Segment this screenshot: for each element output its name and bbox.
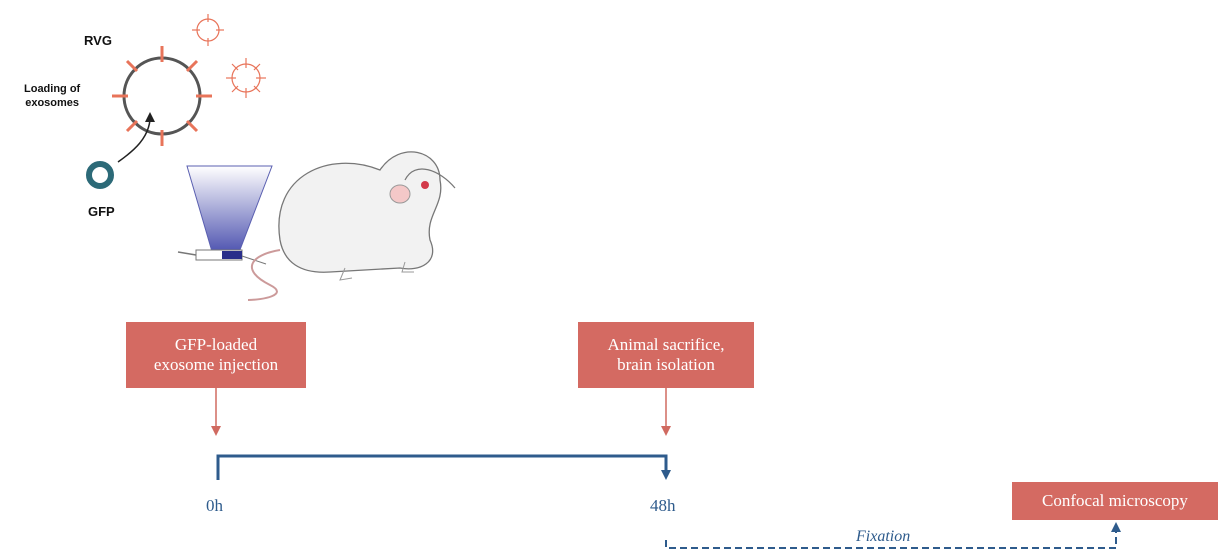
microscopy-step-box: Confocal microscopy xyxy=(1012,482,1218,520)
timeline-bracket xyxy=(216,454,668,480)
sacrifice-step-line2: brain isolation xyxy=(617,355,715,374)
small-exosome-icon xyxy=(192,14,224,46)
arrowhead-icon xyxy=(145,112,155,122)
loading-label-line2: exosomes xyxy=(25,97,80,109)
injection-step-box: GFP-loaded exosome injection xyxy=(126,322,306,388)
syringe-icon xyxy=(177,249,267,265)
loading-label-line1: Loading of xyxy=(24,83,81,95)
injection-step-line1: GFP-loaded xyxy=(174,335,258,354)
fixation-label: Fixation xyxy=(856,528,911,545)
sacrifice-step-box: Animal sacrifice, brain isolation xyxy=(578,322,754,388)
fixation-connector xyxy=(665,530,1117,549)
rvg-exosome-icon xyxy=(112,46,212,146)
small-exosome-icon xyxy=(226,58,266,98)
sacrifice-step-line1: Animal sacrifice, xyxy=(607,335,725,354)
timeline-end-label: 48h xyxy=(650,496,676,515)
beam-icon xyxy=(186,165,273,256)
timeline-start-label: 0h xyxy=(206,496,223,515)
loading-label: Loading of exosomes xyxy=(24,82,80,110)
rvg-label: RVG xyxy=(84,33,112,48)
injection-step-line2: exosome injection xyxy=(153,355,279,374)
rat-icon xyxy=(247,151,456,301)
gfp-label: GFP xyxy=(88,204,115,219)
loading-arrow-icon xyxy=(117,119,151,163)
gfp-icon xyxy=(86,161,114,189)
